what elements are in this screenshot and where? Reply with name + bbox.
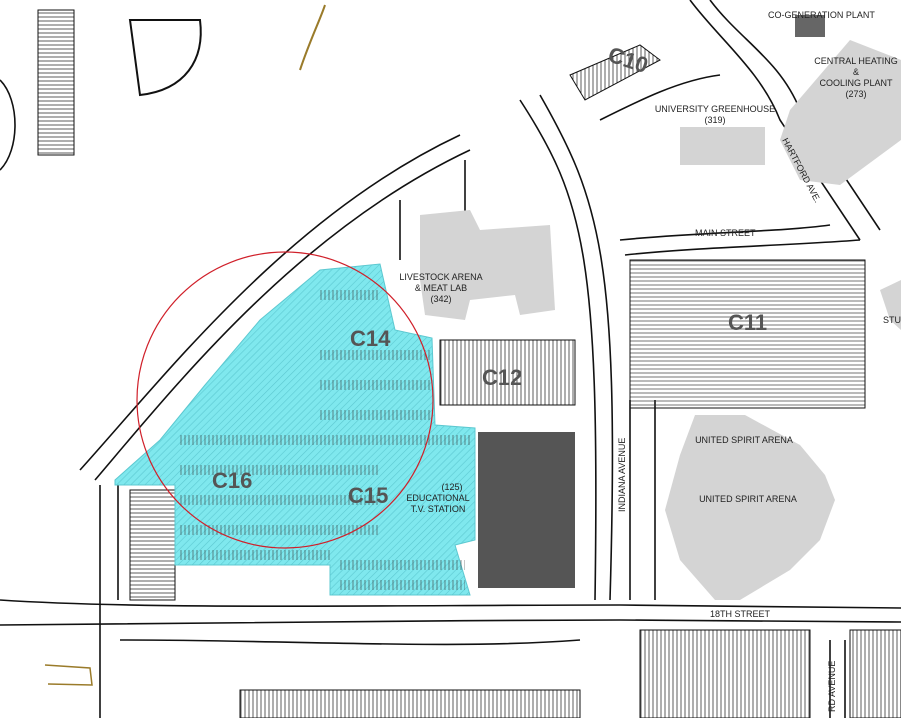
buildings bbox=[420, 15, 901, 600]
label-tv-num: (125) bbox=[441, 482, 462, 492]
label-cogeneration: CO-GENERATION PLANT bbox=[768, 10, 875, 20]
label-arena-main: UNITED SPIRIT ARENA bbox=[699, 494, 797, 504]
parking-lot-c12 bbox=[439, 339, 576, 406]
lot-label-c14[interactable]: C14 bbox=[350, 326, 391, 351]
parking-lot-c10 bbox=[569, 44, 661, 101]
central-heating-plant-building bbox=[780, 40, 901, 185]
label-greenhouse: UNIVERSITY GREENHOUSE bbox=[655, 104, 775, 114]
highlighted-stall-rows bbox=[180, 290, 470, 590]
united-spirit-arena-building bbox=[665, 415, 835, 600]
ball-field bbox=[128, 19, 202, 97]
parking-lot-northwest bbox=[37, 9, 75, 156]
label-livestock-num: (342) bbox=[430, 294, 451, 304]
parking-lot-south-2 bbox=[849, 629, 901, 718]
street-label-avenue-partial: RD AVENUE bbox=[827, 661, 837, 712]
street-label-indiana: INDIANA AVENUE bbox=[617, 438, 627, 512]
label-heating-3: COOLING PLANT bbox=[819, 78, 893, 88]
label-tv-2: T.V. STATION bbox=[411, 504, 466, 514]
student-building-partial bbox=[880, 280, 901, 330]
street-label-main: MAIN STREET bbox=[695, 228, 756, 238]
parking-lot-south-1 bbox=[639, 629, 811, 718]
dark-building bbox=[478, 432, 575, 588]
lot-label-c16[interactable]: C16 bbox=[212, 468, 252, 493]
label-student-partial: STU bbox=[883, 315, 901, 325]
label-heating-num: (273) bbox=[845, 89, 866, 99]
highlighted-parking-area[interactable] bbox=[114, 263, 476, 596]
label-heating-2: & bbox=[853, 67, 859, 77]
radius-circle bbox=[136, 251, 434, 549]
lot-label-c15[interactable]: C15 bbox=[348, 483, 388, 508]
cogeneration-plant-building bbox=[795, 15, 825, 37]
parking-lot-south-3 bbox=[239, 689, 581, 718]
label-livestock-2: & MEAT LAB bbox=[415, 283, 467, 293]
lot-label-c11[interactable]: C11 bbox=[728, 310, 767, 335]
label-greenhouse-num: (319) bbox=[704, 115, 725, 125]
livestock-arena-building bbox=[420, 210, 555, 320]
parking-lot-west bbox=[129, 489, 176, 601]
parking-lot-c11 bbox=[629, 259, 866, 409]
label-arena-top: UNITED SPIRIT ARENA bbox=[695, 435, 793, 445]
label-livestock-1: LIVESTOCK ARENA bbox=[399, 272, 482, 282]
label-tv-1: EDUCATIONAL bbox=[406, 493, 469, 503]
label-heating-1: CENTRAL HEATING bbox=[814, 56, 898, 66]
greenhouse-building bbox=[680, 127, 765, 165]
lot-label-c12[interactable]: C12 bbox=[482, 365, 522, 390]
street-label-18th: 18TH STREET bbox=[710, 609, 771, 619]
